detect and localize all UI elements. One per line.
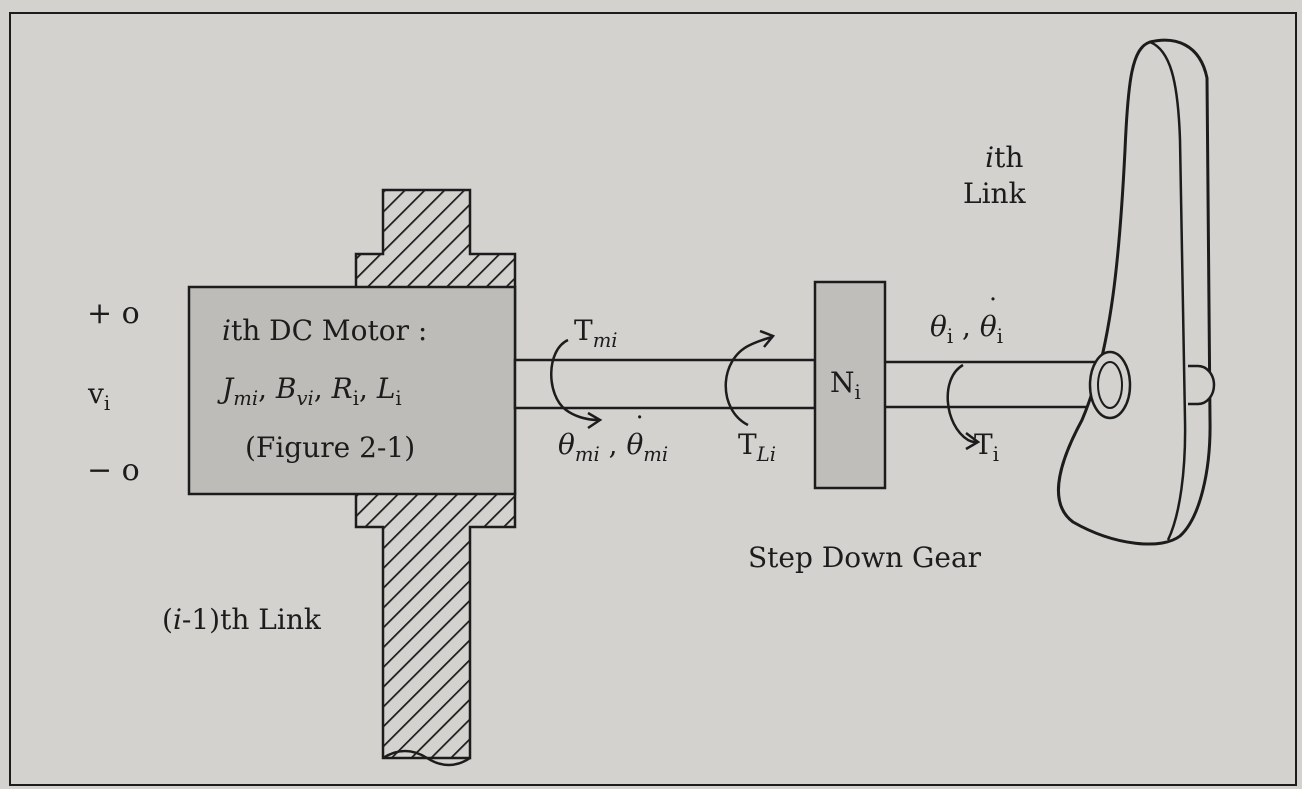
motor-rate-subscript: mi: [643, 442, 669, 466]
motor-angle-symbol: θ: [558, 428, 575, 461]
negative-terminal: − o: [87, 453, 140, 488]
param-sep: ,: [258, 372, 267, 405]
previous-link-break: [382, 749, 471, 767]
link-torque-symbol: T: [974, 428, 993, 461]
motor-angle-label: θmi , θmi: [558, 411, 668, 465]
motor-rate-symbol: θ: [626, 411, 646, 461]
motor-parameters: Jmi, Bvi, Ri, Li: [222, 372, 402, 408]
link-angle-label: θi , θi: [930, 293, 1003, 347]
motor-torque-arrow: [550, 338, 603, 430]
comma: ,: [962, 310, 971, 343]
link-angle-symbol: θ: [930, 310, 947, 343]
param-resistance-sub: i: [352, 386, 360, 410]
motor-figure-ref: (Figure 2-1): [245, 431, 416, 464]
link-torque-arrow: [946, 363, 981, 451]
param-resistance: R: [331, 372, 353, 405]
motor-angle-subscript: mi: [574, 442, 600, 466]
param-inductance-sub: i: [395, 386, 402, 410]
voltage-label: vi: [88, 377, 110, 413]
gear-ratio-label: Ni: [830, 366, 861, 402]
figure-border: [9, 12, 1297, 786]
param-inductance: L: [376, 372, 396, 405]
param-sep: ,: [359, 372, 368, 405]
param-inertia-sub: mi: [233, 386, 259, 410]
link-rate-subscript: i: [996, 324, 1003, 348]
joint-hub-inner: [1097, 361, 1123, 409]
previous-link-paren: (: [162, 603, 173, 636]
link-label-line1: ith: [983, 140, 1026, 176]
link-label-th: th: [994, 141, 1024, 174]
previous-link-text: -1)th Link: [181, 603, 321, 636]
link-index: i: [985, 141, 995, 174]
link-body: [1056, 38, 1212, 546]
previous-link-label: (i-1)th Link: [162, 603, 321, 636]
motor-title-text: th DC Motor :: [230, 314, 428, 347]
joint-hub-outer: [1088, 350, 1132, 420]
load-torque-label: TLi: [738, 428, 776, 464]
gear-ratio-symbol: N: [830, 366, 855, 399]
link-edge: [1149, 40, 1187, 541]
load-torque-symbol: T: [738, 428, 757, 461]
voltage-subscript: i: [103, 391, 111, 415]
link-angle-subscript: i: [946, 324, 954, 348]
link-torque-label: Ti: [974, 428, 999, 464]
motor-index: i: [222, 314, 231, 347]
motor-box: [187, 285, 517, 496]
link-rate-symbol: θ: [980, 293, 1000, 343]
motor-shaft: [513, 358, 817, 410]
param-damping: B: [275, 372, 297, 405]
motor-title: ith DC Motor :: [222, 314, 427, 347]
link-label-line2: Link: [963, 177, 1026, 210]
load-torque-subscript: Li: [756, 442, 776, 466]
gear-ratio-subscript: i: [854, 380, 861, 404]
shaft-stub: [1188, 364, 1216, 406]
gear-caption: Step Down Gear: [748, 541, 982, 574]
motor-torque-subscript: mi: [592, 328, 618, 352]
link-label: ith Link: [963, 140, 1026, 212]
param-inertia: J: [222, 372, 234, 405]
gear-box: [813, 280, 887, 490]
positive-terminal: + o: [87, 296, 140, 331]
comma: ,: [608, 428, 618, 461]
link-torque-subscript: i: [992, 442, 999, 466]
link-shaft: [885, 360, 1103, 409]
load-torque-arrow: [724, 329, 776, 427]
voltage-symbol: v: [88, 377, 104, 410]
param-sep: ,: [313, 372, 323, 405]
param-damping-sub: vi: [296, 386, 314, 410]
motor-torque-symbol: T: [574, 314, 593, 347]
previous-link-index: i: [172, 603, 182, 636]
motor-torque-label: Tmi: [574, 314, 618, 350]
